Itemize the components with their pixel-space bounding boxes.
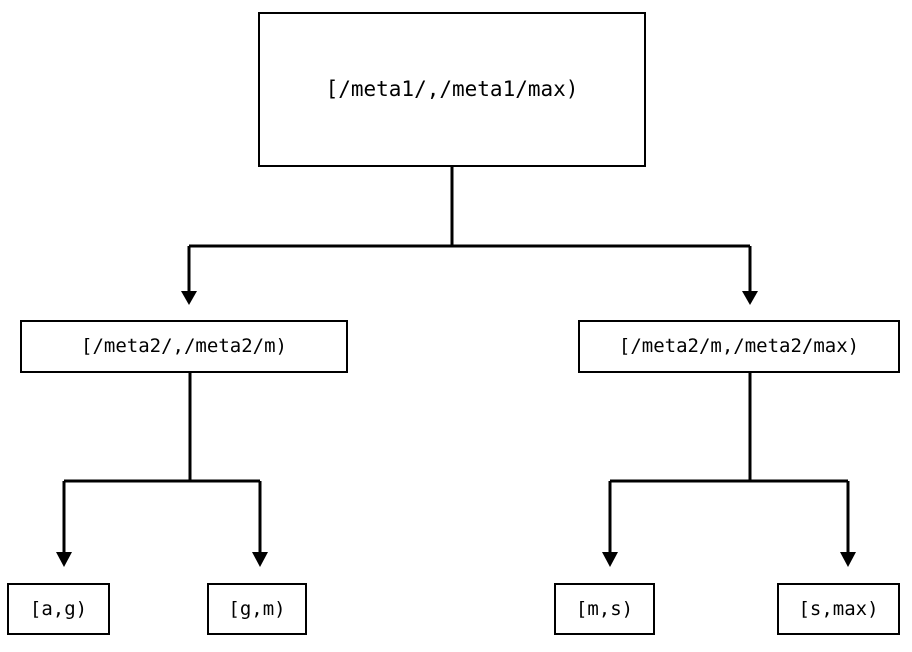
arrowhead-to-leaf-gm — [252, 552, 268, 567]
arrowhead-to-mid-right — [742, 291, 758, 305]
tree-node-mid-left[interactable]: [/meta2/,/meta2/m) — [20, 320, 348, 373]
tree-node-mid-left-label: [/meta2/,/meta2/m) — [81, 335, 287, 357]
tree-node-leaf-a-g-label: [a,g) — [29, 597, 88, 620]
tree-node-leaf-m-s[interactable]: [m,s) — [554, 583, 655, 635]
tree-node-leaf-g-m[interactable]: [g,m) — [207, 583, 307, 635]
tree-node-leaf-a-g[interactable]: [a,g) — [7, 583, 110, 635]
arrowhead-to-leaf-ms — [602, 552, 618, 567]
tree-node-mid-right[interactable]: [/meta2/m,/meta2/max) — [578, 320, 900, 373]
tree-node-root[interactable]: [/meta1/,/meta1/max) — [258, 12, 646, 167]
tree-node-leaf-s-max[interactable]: [s,max) — [777, 583, 900, 635]
arrowhead-to-leaf-smax — [840, 552, 856, 567]
tree-node-mid-right-label: [/meta2/m,/meta2/max) — [618, 335, 860, 357]
tree-node-root-label: [/meta1/,/meta1/max) — [325, 77, 579, 101]
tree-node-leaf-g-m-label: [g,m) — [228, 597, 286, 620]
arrowhead-to-leaf-ag — [56, 552, 72, 567]
tree-node-leaf-m-s-label: [m,s) — [575, 597, 634, 620]
tree-node-leaf-s-max-label: [s,max) — [798, 597, 879, 620]
arrowhead-to-mid-left — [181, 291, 197, 305]
